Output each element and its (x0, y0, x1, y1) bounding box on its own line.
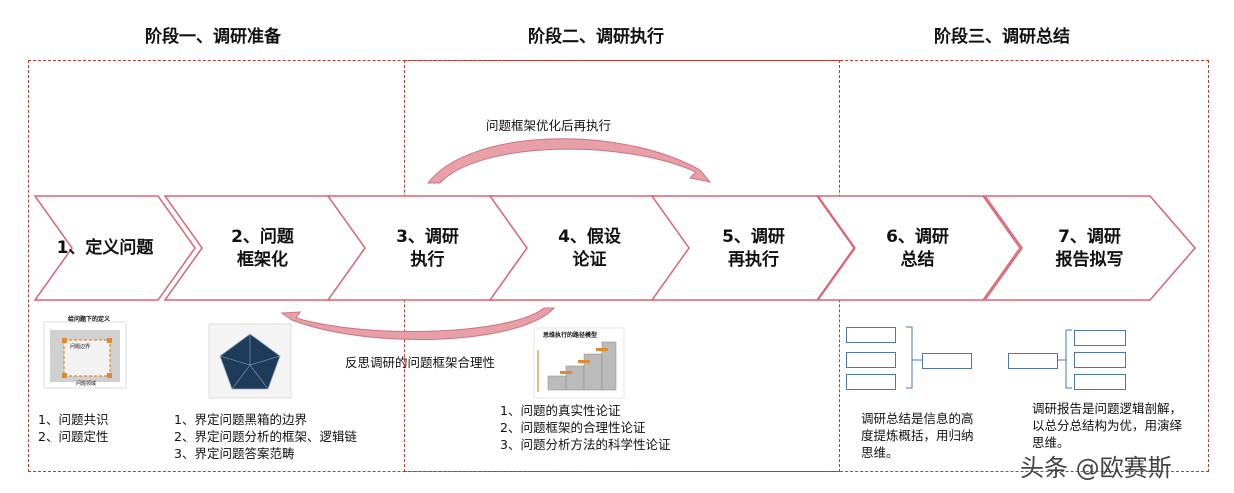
report-tree (1058, 329, 1072, 389)
step4-note-1: 1、问题的真实性论证 (500, 403, 621, 418)
step1-note-1: 1、问题共识 (38, 412, 109, 427)
step-5-label: 5、调研 再执行 (722, 227, 785, 270)
step-4-label: 4、假设 论证 (558, 227, 621, 270)
summary-tree (906, 326, 922, 389)
step1-note-2: 2、问题定性 (38, 429, 109, 444)
step2-notes: 1、界定问题黑箱的边界 2、界定问题分析的框架、逻辑链 3、界定问题答案范畴 (174, 411, 357, 462)
step-1-label: 1、定义问题 (56, 238, 154, 258)
watermark: 头条 @欧赛斯 (1020, 454, 1172, 482)
chevron-5 (650, 195, 855, 301)
backward-loop-arrow (280, 307, 556, 340)
stage-title-1: 阶段一、调研准备 (145, 27, 281, 47)
summary-box-result (922, 353, 972, 369)
chevron-1 (33, 195, 196, 301)
chevron-7 (983, 195, 1196, 301)
step7-note: 调研报告是问题逻辑剖解，以总分总结构为优，用演绎思维。 (1032, 401, 1183, 450)
step4-notes: 1、问题的真实性论证 2、问题框架的合理性论证 3、问题分析方法的科学性论证 (500, 402, 670, 453)
step4-note-3: 3、问题分析方法的科学性论证 (500, 437, 671, 452)
summary-box-1 (846, 327, 896, 343)
step4-figure-title: 思维执行的路径模型 (543, 332, 598, 339)
report-box-3 (1074, 374, 1126, 390)
step1-notes: 1、问题共识 2、问题定性 (38, 411, 108, 445)
step2-note-2: 2、界定问题分析的框架、逻辑链 (174, 429, 357, 444)
step2-note-3: 3、界定问题答案范畴 (174, 446, 295, 461)
step-6-label: 6、调研 总结 (886, 227, 949, 270)
path-model-figure (533, 327, 625, 399)
report-box-1 (1074, 330, 1126, 346)
stage-title-2: 阶段二、调研执行 (528, 27, 664, 47)
step1-figure-inner: 问题边界 (70, 344, 91, 350)
forward-loop-label: 问题框架优化后再执行 (486, 118, 612, 133)
step-7-label: 7、调研 报告拟写 (1055, 227, 1124, 270)
step6-note: 调研总结是信息的高度提炼概括，用归纳思维。 (861, 411, 974, 460)
report-box-2 (1074, 352, 1126, 368)
forward-loop-arrow (426, 138, 712, 184)
step-2-label: 2、问题 框架化 (231, 227, 294, 270)
report-box-root (1008, 353, 1058, 369)
stage-title-3: 阶段三、调研总结 (934, 27, 1070, 47)
summary-box-3 (846, 374, 896, 390)
framework-pentagon-figure (208, 323, 292, 399)
step1-figure-title: 给问题下的定义 (68, 316, 111, 323)
step2-note-1: 1、界定问题黑箱的边界 (174, 412, 307, 427)
step4-note-2: 2、问题框架的合理性论证 (500, 420, 646, 435)
step-3-label: 3、调研 执行 (396, 227, 459, 270)
chevron-6 (816, 195, 1021, 301)
step1-figure-bottom: 问题领域 (76, 381, 97, 387)
backward-loop-label: 反思调研的问题框架合理性 (345, 355, 496, 370)
summary-box-2 (846, 352, 896, 368)
problem-definition-figure (43, 321, 127, 389)
